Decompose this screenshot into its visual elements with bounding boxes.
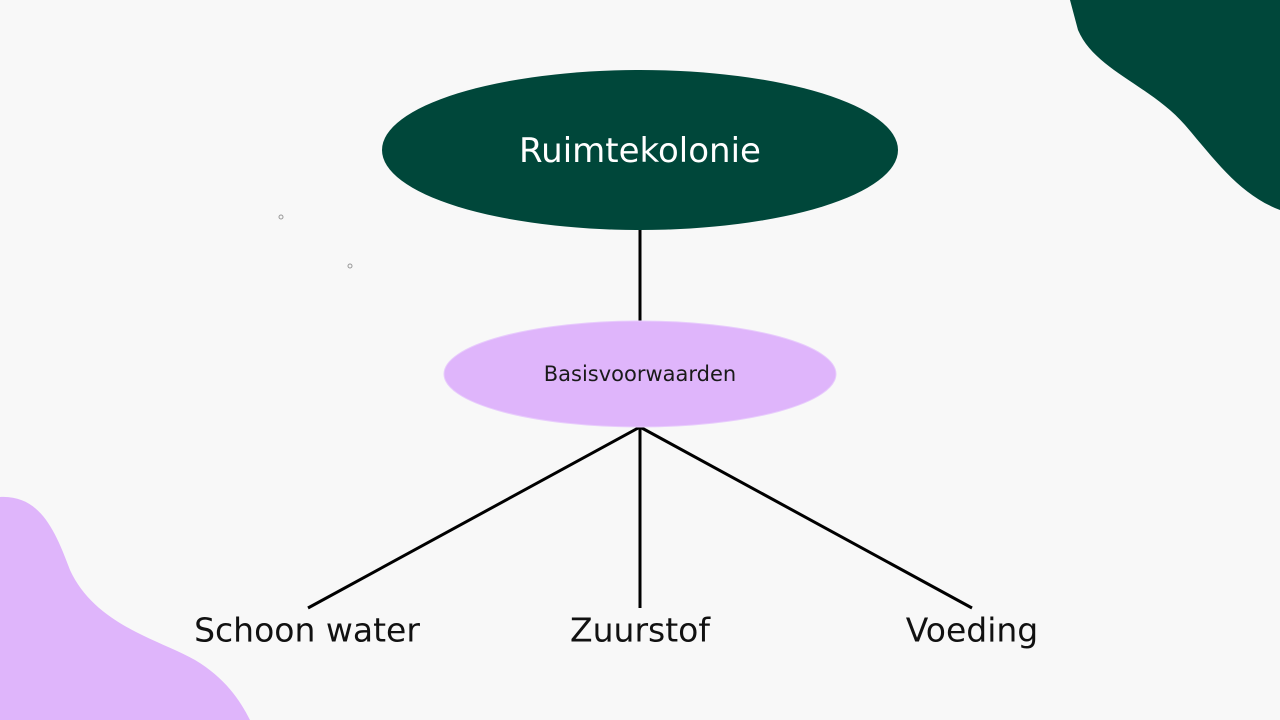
decorative-blob-top-right	[1070, 0, 1280, 210]
root-node-label: Ruimtekolonie	[519, 131, 761, 171]
middle-node	[443, 320, 837, 428]
connector-middle-leaf-left	[307, 425, 641, 610]
root-node	[382, 70, 898, 230]
decorative-dot	[278, 214, 284, 220]
connector-middle-leaf-right	[639, 425, 973, 610]
middle-node-label: Basisvoorwaarden	[543, 362, 737, 386]
decorative-blob-bottom-left	[0, 496, 250, 720]
leaf-label-schoon-water: Schoon water	[194, 610, 420, 650]
decorative-dot	[347, 263, 353, 269]
leaf-label-zuurstof: Zuurstof	[570, 610, 710, 650]
leaf-label-voeding: Voeding	[905, 610, 1039, 650]
